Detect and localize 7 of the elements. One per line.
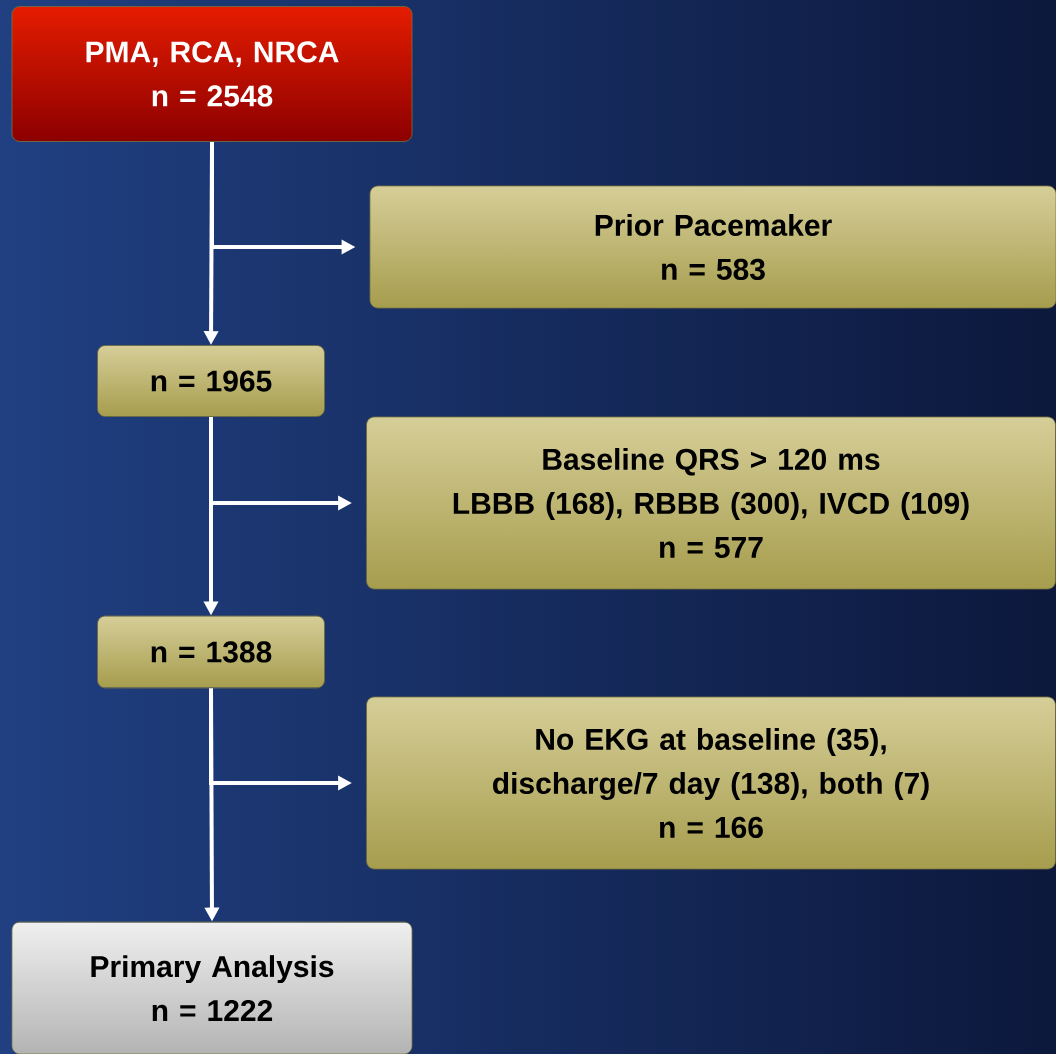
count-box: n = 1965	[97, 345, 325, 417]
result-box: Primary Analysis n = 1222	[11, 921, 413, 1054]
exclusion-box: Baseline QRS > 120 ms LBBB (168), RBBB (300), IVCD (109) n = 577	[366, 416, 1056, 590]
exclusion-box: Prior Pacemaker n = 583	[369, 185, 1056, 309]
source-box: PMA, RCA, NRCA n = 2548	[11, 6, 413, 142]
exclusion-box: No EKG at baseline (35), discharge/7 day (138), both (7) n = 166	[366, 696, 1056, 870]
count-box: n = 1388	[97, 615, 325, 689]
